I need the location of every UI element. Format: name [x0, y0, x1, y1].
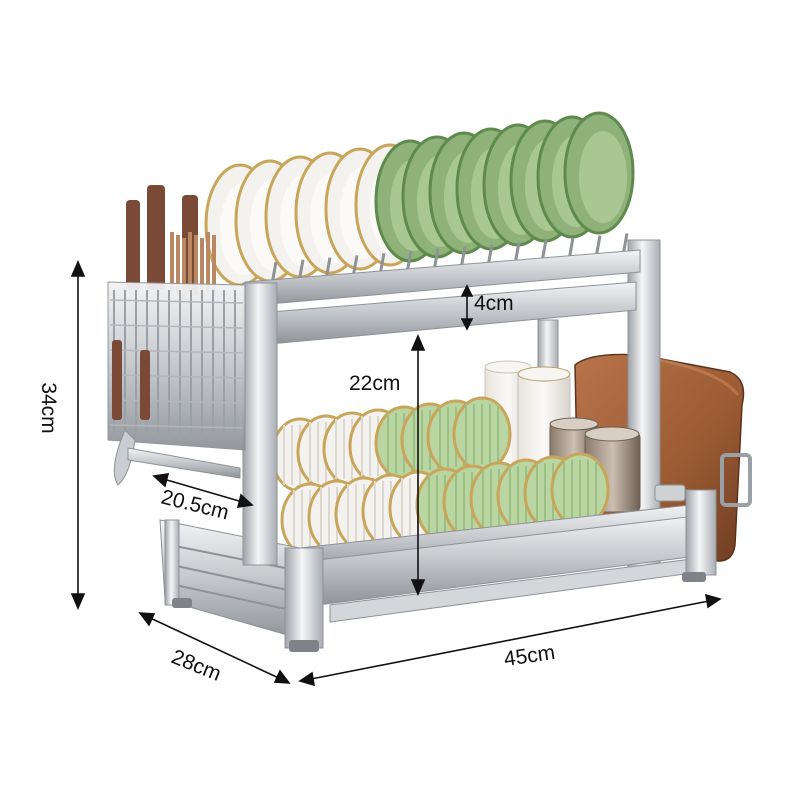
- top-tier-plates: [204, 111, 635, 296]
- bottom-tier-bowls: [270, 396, 610, 558]
- drip-drawer: [159, 519, 306, 641]
- dimension-lines: [70, 259, 722, 687]
- holder-depth-label: 20.5cm: [159, 486, 231, 525]
- height-label: 34cm: [37, 382, 60, 433]
- plate: [563, 111, 635, 235]
- bowl: [550, 452, 610, 528]
- tier-gap-label: 22cm: [349, 372, 400, 395]
- width-label: 45cm: [502, 641, 556, 671]
- utensil-holder: [107, 185, 246, 486]
- bowl: [452, 396, 512, 472]
- depth-label: 28cm: [168, 645, 224, 686]
- top-clearance-label: 4cm: [474, 292, 514, 315]
- front-uprights: [172, 282, 717, 652]
